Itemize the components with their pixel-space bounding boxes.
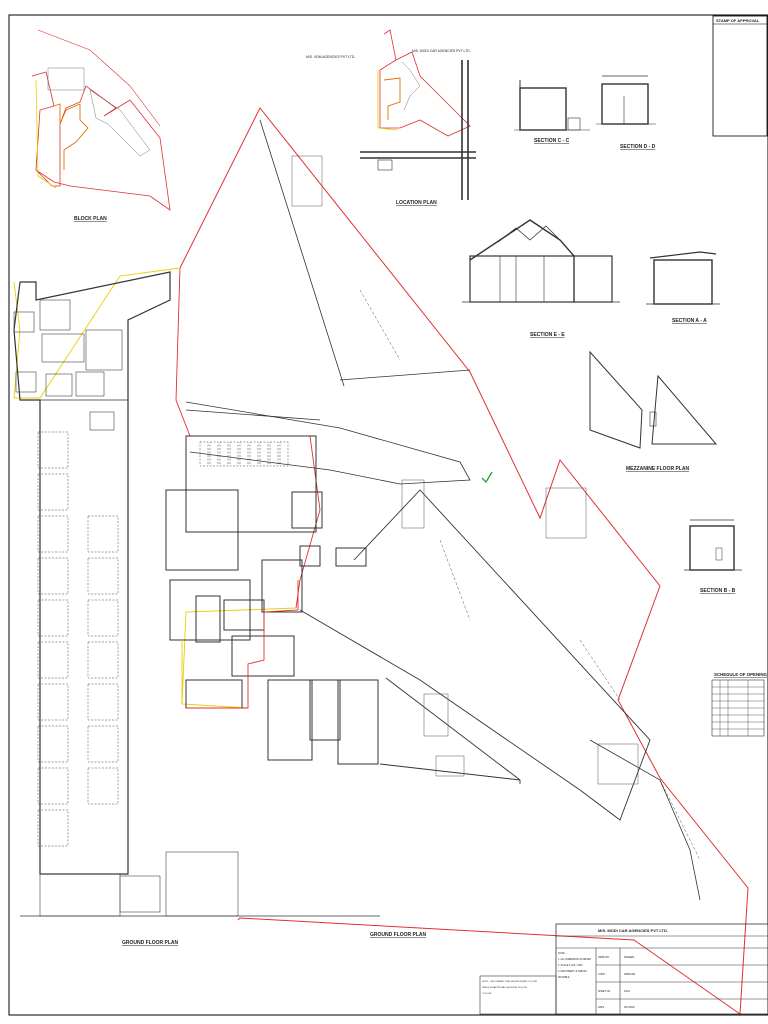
title-row-chkd-label: CHKD.: [598, 973, 606, 976]
section-d-d: SECTION D - D: [596, 75, 656, 150]
location-plan-title: LOCATION PLAN: [396, 200, 437, 206]
section-dd-title: SECTION D - D: [620, 144, 656, 150]
stamp-title: STAMP OF APPROVAL: [716, 18, 760, 23]
section-cc-title: SECTION C - C: [534, 138, 570, 144]
approval-tick-icon: [481, 471, 493, 484]
ground-floor-plan: GROUND FLOOR PLAN GROUND FLOOR PLAN: [13, 107, 749, 1015]
location-plan: M/S. VDM AGENCIES PVT LTD. M/S. MODI CAR…: [306, 29, 476, 206]
section-c-c: SECTION C - C: [514, 80, 590, 144]
site-boundary: [179, 107, 749, 1015]
car-bays-right: [87, 515, 119, 805]
title-note-line-3: 3. MACHINERY & TABLES: [558, 970, 587, 973]
title-company: M/S. MODI CAR AGENCIES PVT LTD.: [598, 928, 668, 933]
title-note-line-1: 1. ALL DIMENSION IN METER: [558, 958, 591, 961]
central-building: [165, 435, 379, 765]
title-row-drwn-label: DRWN BY.: [598, 956, 610, 959]
block-plan-title: BLOCK PLAN: [74, 216, 107, 222]
drawing-border: [8, 14, 768, 1016]
title-row-sheet-label: SHEET NO.: [598, 990, 611, 993]
title-block: M/S. MODI CAR AGENCIES PVT LTD. NOTE :- …: [479, 923, 768, 1015]
block-plan: BLOCK PLAN: [31, 29, 171, 222]
footnote-line-1: NOTE :- SECONDARY LINE SHOWN IN RED COLO…: [482, 980, 537, 983]
long-shed-lower: [299, 489, 651, 821]
section-a-a: SECTION A - A: [646, 251, 720, 324]
long-shed-upper: [185, 119, 471, 485]
footnote-line-2: DEMOLISH APPROVAL SHOWN IN YELLOW: [482, 986, 528, 989]
section-aa-title: SECTION A - A: [672, 318, 707, 324]
footnote-line-3: COLOUR: [482, 993, 492, 995]
title-row-date-value: 09/7/2020: [624, 1006, 635, 1009]
mezzanine-title: MEZZANINE FLOOR PLAN: [626, 466, 689, 472]
stamp-of-approval-box: STAMP OF APPROVAL: [712, 15, 768, 137]
schedule-title: SCHEDULE OF OPENING: [714, 672, 768, 677]
title-row-sheet-value: 01/01: [624, 990, 631, 993]
ground-floor-title-left: GROUND FLOOR PLAN: [122, 940, 178, 946]
title-row-chkd-value: DIWAKAR: [624, 973, 635, 976]
schedule-of-opening: SCHEDULE OF OPENING: [711, 672, 768, 737]
section-ee-title: SECTION E - E: [530, 332, 565, 338]
mezzanine-floor-plan: MEZZANINE FLOOR PLAN: [589, 350, 718, 472]
section-bb-title: SECTION B - B: [700, 588, 736, 594]
title-row-date-label: DATE: [598, 1006, 605, 1009]
demolish-outline: [13, 267, 181, 399]
title-note-line-4: MOVABLE: [558, 976, 570, 979]
title-row-drwn-value: RAHEEM: [624, 956, 634, 959]
title-note-line-2: 2. SCALE 1:100, 1:500: [558, 964, 583, 967]
car-bays-left: [37, 431, 69, 847]
title-note-heading: NOTE :-: [558, 952, 567, 955]
ground-floor-title-right: GROUND FLOOR PLAN: [370, 932, 426, 938]
section-e-e: SECTION E - E: [462, 219, 620, 338]
location-left-owner: M/S. VDM AGENCIES PVT LTD.: [306, 55, 355, 59]
location-right-owner: M/S. MODI CAR AGENCIES PVT LTD.: [412, 49, 471, 53]
section-b-b: SECTION B - B: [684, 519, 742, 594]
